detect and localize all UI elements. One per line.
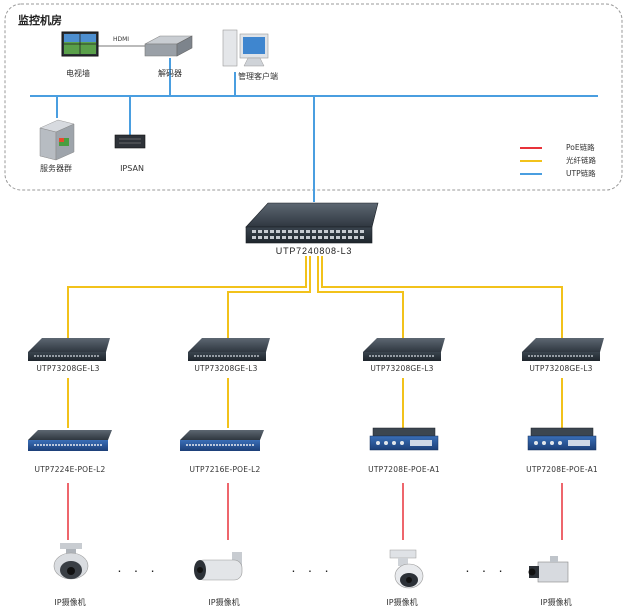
bullet-camera-icon (194, 552, 243, 581)
access-switch-label-1: UTP7224E-POE-L2 (34, 465, 106, 474)
ellipsis-2: · · · (291, 562, 333, 578)
fiber-link-4 (321, 256, 563, 338)
decoder-label: 解码器 (158, 69, 182, 78)
access-switch-icon-2 (180, 430, 264, 451)
ellipsis-1: · · · (117, 562, 159, 578)
ellipsis-3: · · · (465, 562, 507, 578)
aggregation-switch-icon-1 (28, 338, 110, 361)
ipsan-label: IPSAN (120, 164, 144, 173)
aggregation-switch-label-1: UTP73208GE-L3 (36, 364, 100, 373)
hdmi-label: HDMI (112, 36, 130, 43)
aggregation-switch-label-3: UTP73208GE-L3 (370, 364, 434, 373)
legend-swatch-poe (520, 147, 542, 149)
camera-label-1: IP摄像机 (54, 598, 86, 607)
fiber-link-2 (227, 256, 311, 338)
aggregation-switch-icon-2 (188, 338, 270, 361)
fiber-link-3 (317, 256, 404, 338)
ipsan-icon (114, 134, 146, 149)
access-switch-icon-1 (28, 430, 112, 451)
tv-wall-label: 电视墙 (66, 69, 90, 78)
server-group-label: 服务器群 (40, 164, 72, 173)
management-client-icon (222, 29, 269, 67)
core-switch-label: UTP7240808-L3 (275, 246, 353, 256)
server-group-icon (39, 119, 75, 161)
aggregation-switch-icon-3 (363, 338, 445, 361)
camera-label-4: IP摄像机 (540, 598, 572, 607)
legend-swatch-fiber (520, 160, 542, 162)
camera-label-2: IP摄像机 (208, 598, 240, 607)
ptz-dome-camera-icon (389, 549, 424, 589)
core-switch-icon (245, 202, 379, 244)
legend-label-poe: PoE链路 (566, 143, 595, 152)
legend-swatch-utp (520, 173, 542, 175)
camera-label-3: IP摄像机 (386, 598, 418, 607)
access-switch-icon-4 (527, 427, 597, 451)
access-switch-label-2: UTP7216E-POE-L2 (189, 465, 261, 474)
poe-links (67, 483, 563, 540)
fiber-link-1 (67, 256, 307, 338)
aggregation-switch-icon-4 (522, 338, 604, 361)
access-switch-icon-3 (369, 427, 439, 451)
legend-label-utp: UTP链路 (566, 169, 596, 178)
access-switch-label-4: UTP7208E-POE-A1 (526, 465, 598, 474)
mgmt-client-label: 管理客户端 (238, 72, 278, 81)
decoder-icon (144, 35, 193, 57)
tv-wall-icon (61, 31, 99, 57)
legend-label-fiber: 光纤链路 (566, 156, 596, 165)
aggregation-switch-label-4: UTP73208GE-L3 (529, 364, 593, 373)
access-switch-label-3: UTP7208E-POE-A1 (368, 465, 440, 474)
speed-dome-camera-icon (53, 543, 89, 580)
aggregation-switch-label-2: UTP73208GE-L3 (194, 364, 258, 373)
utp-links (30, 58, 598, 202)
fiber-links (67, 256, 563, 428)
monitoring-room-title: 监控机房 (18, 14, 62, 27)
box-camera-icon (528, 556, 569, 583)
